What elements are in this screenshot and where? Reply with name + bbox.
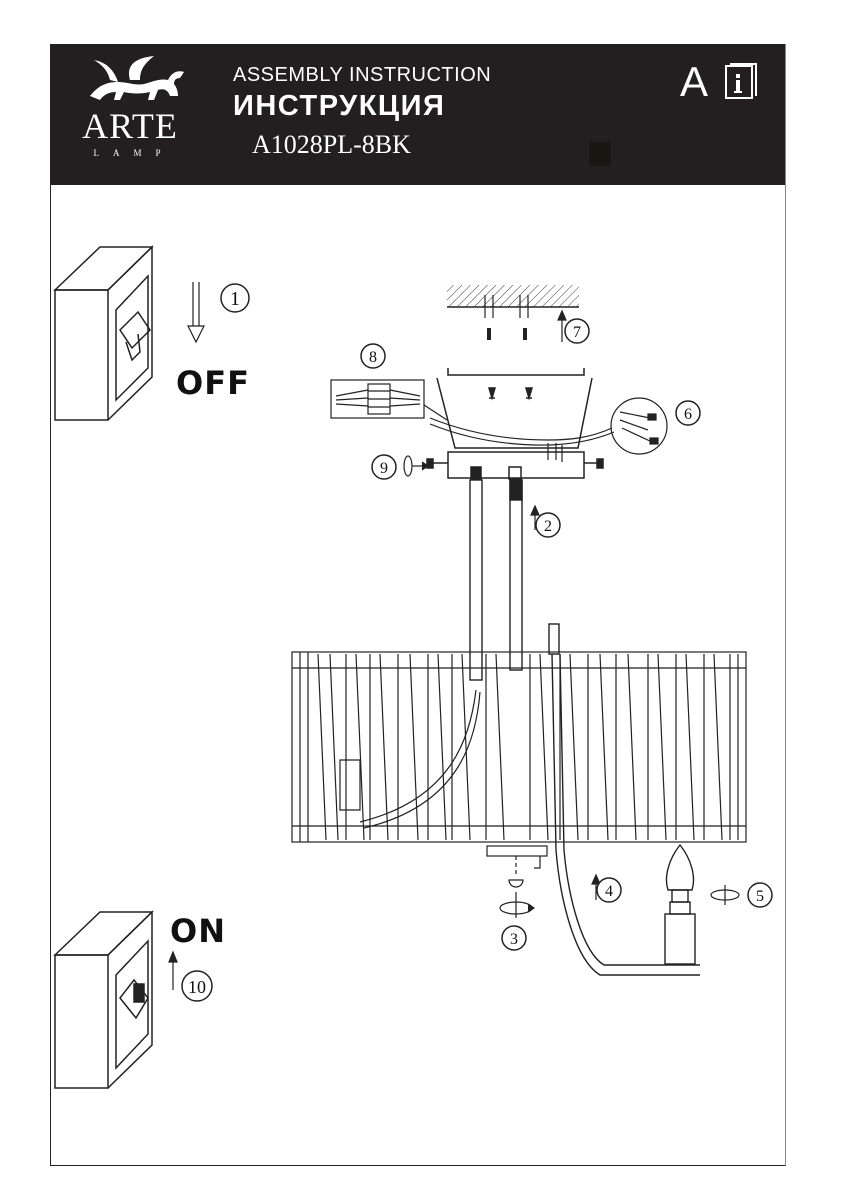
canopy [436, 368, 593, 449]
title-russian: ИНСТРУКЦИЯ [233, 90, 446, 122]
rotate-bulb-icon [710, 885, 740, 905]
step-10-number: 10 [188, 977, 206, 997]
wire-connector-callout [610, 397, 668, 455]
up-arrow-icon [168, 950, 178, 990]
page-frame [50, 44, 786, 1166]
rotate-screw-icon [403, 455, 430, 477]
wires [429, 417, 615, 462]
switch-off-label: OFF [176, 364, 250, 402]
step-8-number: 8 [369, 349, 377, 366]
step-2-number: 2 [544, 518, 552, 535]
up-arrow-icon [530, 504, 540, 530]
switch-on-label: ON [170, 912, 226, 950]
candle-bulb-icon [665, 843, 695, 903]
brand-sub: LAMP [93, 148, 175, 158]
language-letter: A [680, 58, 709, 105]
up-arrow-icon [557, 309, 567, 342]
bottom-cap [486, 845, 548, 918]
brand-logo: ARTE LAMP [70, 56, 190, 166]
header-bar [50, 44, 786, 185]
down-arrow-icon [187, 282, 205, 344]
step-5-number: 5 [756, 888, 764, 905]
up-arrow-icon [591, 873, 601, 900]
brand-name: ARTE [82, 106, 178, 146]
step-1-number: 1 [230, 288, 240, 310]
title-english: ASSEMBLY INSTRUCTION [233, 64, 492, 86]
griffin-logo-icon [90, 56, 184, 100]
instruction-book-icon [725, 63, 757, 99]
mounting-bar [426, 451, 604, 480]
step-7-number: 7 [573, 324, 581, 341]
wall-switch-off-icon [53, 245, 154, 421]
header-dark-mark [589, 142, 611, 166]
step-6-number: 6 [684, 406, 692, 423]
wall-switch-on-icon [53, 910, 154, 1089]
step-markers [181, 283, 773, 1002]
ceiling-hatch [447, 285, 579, 318]
wall-plugs-icon [487, 328, 527, 340]
suspension-rods [469, 479, 523, 681]
step-4-number: 4 [605, 883, 613, 900]
step-9-number: 9 [380, 460, 388, 477]
step-numbers: 1 2 3 4 5 6 7 8 9 10 [188, 288, 764, 997]
terminal-block-callout [330, 379, 448, 421]
crystal-shade [291, 651, 747, 843]
step-3-number: 3 [510, 931, 518, 948]
lamp-arm [548, 623, 700, 976]
model-number: A1028PL-8BK [252, 130, 411, 159]
